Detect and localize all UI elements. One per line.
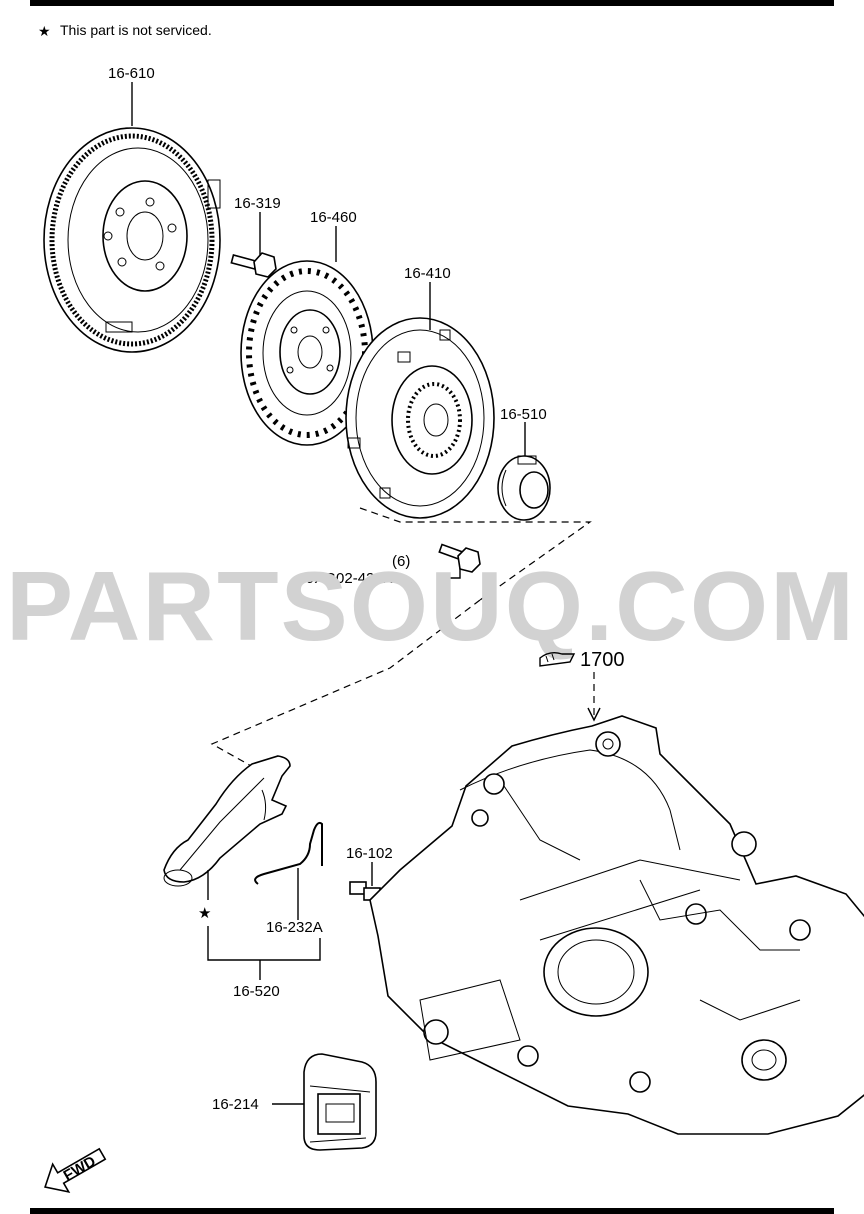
flywheel[interactable] [43, 127, 221, 353]
boot[interactable] [303, 1053, 377, 1151]
clip[interactable] [254, 821, 323, 885]
transaxle-case[interactable] [369, 715, 864, 1135]
label-16-610: 16-610 [108, 65, 155, 82]
bracket-fork-assembly [207, 926, 321, 961]
label-16-102: 16-102 [346, 845, 393, 862]
clutch-cover[interactable] [345, 317, 495, 519]
clutch-disc[interactable] [240, 260, 374, 446]
label-16-214: 16-214 [212, 1096, 259, 1113]
fork-star: ★ [198, 905, 211, 922]
label-16-319: 16-319 [234, 195, 281, 212]
alignment-line-lower [210, 599, 481, 773]
label-16-410: 16-410 [404, 265, 451, 282]
release-bearing[interactable] [497, 455, 551, 521]
note-text: This part is not serviced. [60, 22, 212, 38]
leader-cover-bolt [442, 568, 461, 579]
label-16-232A: 16-232A [266, 919, 323, 936]
bottom-rule [30, 1208, 834, 1214]
flywheel-bolt[interactable] [230, 252, 277, 278]
label-1700[interactable]: 1700 [580, 649, 625, 671]
note-star: ★ [38, 23, 51, 39]
alignment-line-upper [359, 507, 592, 601]
label-16-520: 16-520 [233, 983, 280, 1000]
release-fork[interactable] [163, 755, 291, 887]
label-cover-bolt: 9XG02-426X3 [306, 570, 401, 587]
top-rule [30, 0, 834, 6]
watermark: PARTSOUQ.COM [6, 551, 856, 661]
label-16-510: 16-510 [500, 406, 547, 423]
see-other-page-icon [539, 651, 576, 667]
transaxle-arrowhead [587, 707, 601, 722]
fwd-arrow-icon: FWD [44, 1147, 107, 1193]
cover-bolt[interactable] [438, 543, 481, 573]
label-bolt-qty: (6) [392, 553, 410, 570]
label-16-460: 16-460 [310, 209, 357, 226]
